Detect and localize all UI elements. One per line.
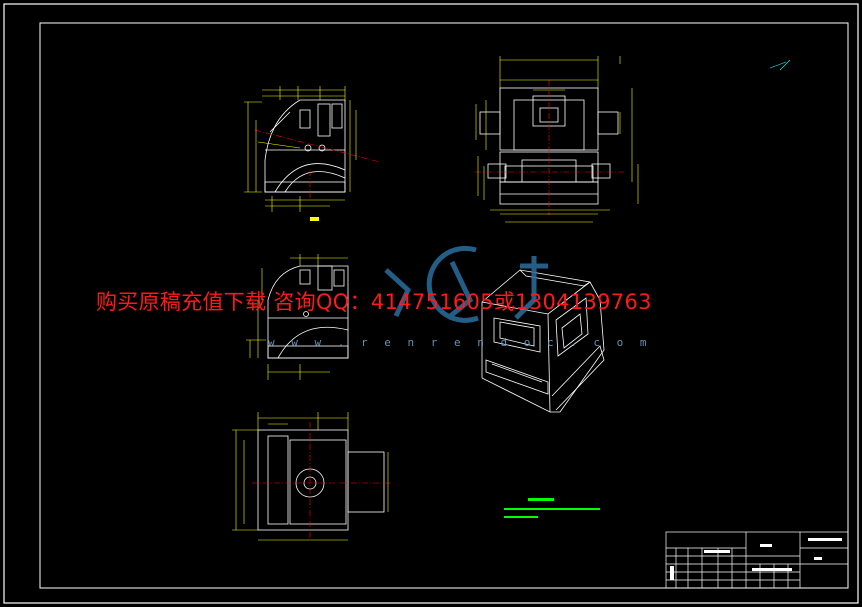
side-view <box>244 86 381 221</box>
technical-notes <box>504 498 600 518</box>
outer-border <box>3 3 859 604</box>
title-block-text-marks <box>670 538 842 580</box>
watermark-text: 购买原稿充值下载 咨询QQ：414751605或1304139763 <box>96 290 652 314</box>
isometric-view <box>481 269 605 413</box>
drawing-frame <box>39 22 849 589</box>
top-view <box>232 412 392 541</box>
front-view <box>475 56 791 223</box>
watermark-url: w w w . r e n r e n d o c . c o m <box>268 336 652 349</box>
watermark-logo <box>384 245 548 323</box>
section-view <box>246 254 349 380</box>
